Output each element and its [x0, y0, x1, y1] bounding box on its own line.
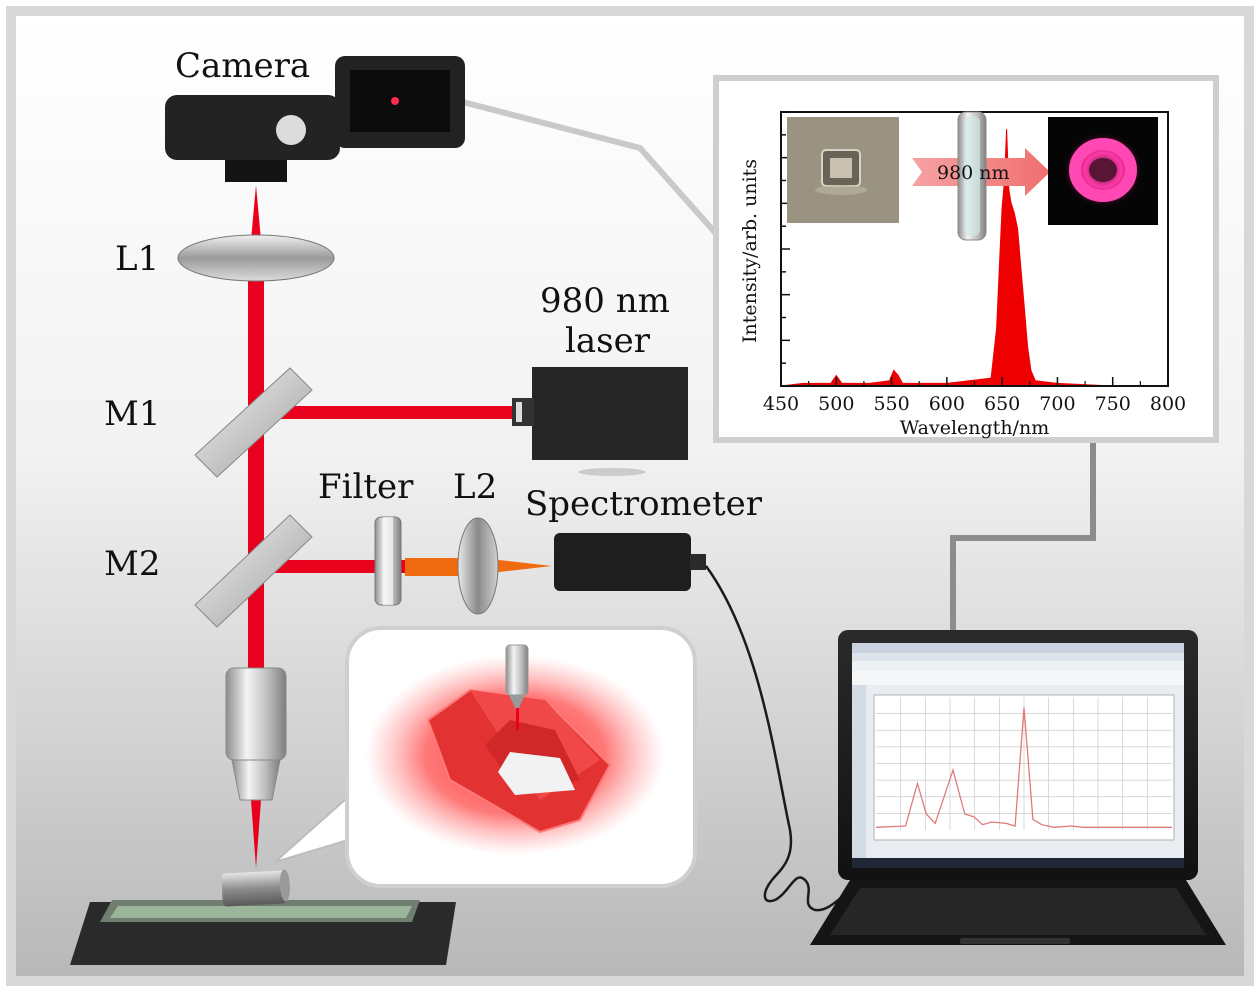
laser-980nm [512, 367, 688, 476]
spectrometer-label: Spectrometer [525, 484, 763, 524]
x-tick-label: 500 [818, 393, 854, 415]
beam-to-sample [251, 800, 261, 868]
filter-label: Filter [318, 467, 414, 507]
orange-beam-focus [490, 559, 552, 573]
sample-inset [274, 626, 697, 888]
camera-cable [454, 97, 723, 240]
lens-l1 [177, 234, 335, 282]
laptop-cable [950, 440, 1096, 640]
filter [374, 516, 402, 606]
m1-label: M1 [104, 394, 160, 434]
red-beam-vertical [248, 280, 264, 675]
crystal-micrograph [787, 117, 899, 223]
camera-label: Camera [175, 46, 310, 86]
red-beam-from-laser [264, 406, 524, 419]
mirror-m1 [194, 367, 313, 478]
x-tick-label: 750 [1095, 393, 1131, 415]
laptop-spectrum-line [875, 707, 1172, 828]
camera-button [276, 115, 306, 145]
x-axis-label: Wavelength/nm [900, 417, 1049, 439]
x-tick-label: 700 [1039, 393, 1075, 415]
spectrometer-cable [704, 565, 851, 912]
sample-crystal [221, 869, 290, 907]
x-tick-label: 800 [1150, 393, 1186, 415]
y-axis-label: Intensity/arb. units [739, 159, 761, 343]
beam-to-camera [251, 185, 261, 240]
inset-wavelength-label: 980 nm [937, 162, 1010, 184]
l2-label: L2 [453, 467, 497, 507]
objective-lens [225, 667, 287, 801]
mirror-m2 [194, 514, 313, 628]
filter-disk-icon [957, 111, 987, 241]
x-tick-label: 600 [929, 393, 965, 415]
m2-label: M2 [104, 544, 160, 584]
x-tick-label: 650 [984, 393, 1020, 415]
l1-label: L1 [115, 239, 159, 279]
sample-stage [70, 900, 456, 965]
laptop-spectrum-plot [875, 697, 1172, 830]
spectrometer [554, 533, 706, 591]
lens-l2 [457, 517, 499, 615]
emission-image [1048, 117, 1158, 225]
orange-beam [405, 558, 470, 576]
laser-label-line2: laser [565, 321, 651, 361]
x-tick-label: 550 [873, 393, 909, 415]
spectrum-area [780, 129, 1168, 387]
x-tick-label: 450 [763, 393, 799, 415]
laser-label-line1: 980 nm [540, 281, 670, 321]
camera-red-dot [391, 97, 399, 105]
camera [165, 56, 465, 182]
